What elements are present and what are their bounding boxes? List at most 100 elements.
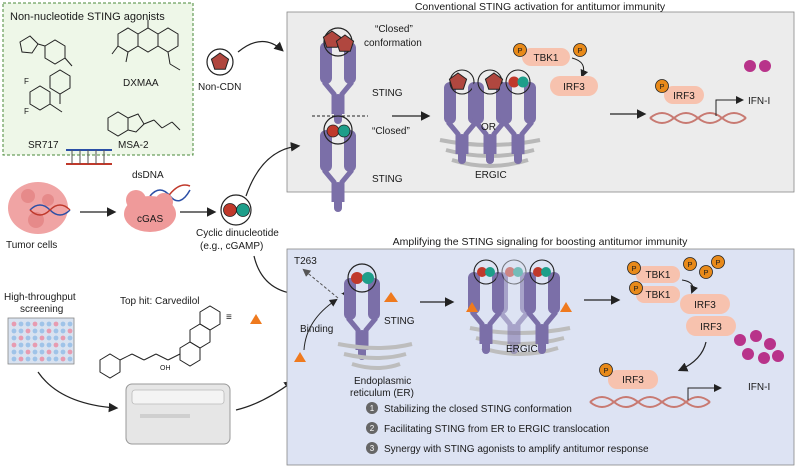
irf3-bottom-1 xyxy=(680,294,730,314)
transcription-arrow-bottom xyxy=(687,384,722,400)
well xyxy=(67,356,73,362)
well xyxy=(11,335,17,341)
dsdna-tumor xyxy=(29,204,71,216)
well xyxy=(60,342,66,348)
p-label: P xyxy=(517,46,522,55)
er-label-line1: Endoplasmic xyxy=(354,376,411,387)
well xyxy=(46,342,52,348)
well xyxy=(18,349,24,355)
well xyxy=(46,335,52,341)
p-label: P xyxy=(577,46,582,55)
step-2-text: Facilitating STING from ER to ERGIC tran… xyxy=(384,424,610,435)
well xyxy=(32,328,38,334)
well xyxy=(25,335,31,341)
t263-label: T263 xyxy=(294,256,317,267)
top-panel-title: Conventional STING activation for antitu… xyxy=(415,1,666,13)
well xyxy=(67,349,73,355)
agonist-box xyxy=(2,2,194,156)
well xyxy=(25,349,31,355)
step-2: 2 Facilitating STING from ER to ERGIC tr… xyxy=(366,422,610,435)
irf3-on-dna-bottom xyxy=(608,370,658,389)
ifn-dot xyxy=(744,60,756,72)
well xyxy=(60,356,66,362)
well xyxy=(53,342,59,348)
hts-label-line2: screening xyxy=(20,304,63,315)
sting-closed-pentagon xyxy=(320,27,356,124)
tumor-cells xyxy=(8,182,68,234)
dna-helix-bottom xyxy=(589,396,711,408)
irf3-on-dna-bottom-label: IRF3 xyxy=(622,375,644,386)
irf3-top-label: IRF3 xyxy=(563,82,585,93)
closed-conformation-label-1: “Closed” xyxy=(375,24,413,35)
bottom-panel-title: Amplifying the STING signaling for boost… xyxy=(393,236,688,248)
cgas-label: cGAS xyxy=(137,214,163,225)
irf3-on-dna-top xyxy=(664,86,704,104)
arrow-tbk1-irf3-bottom xyxy=(681,279,698,294)
p-label: P xyxy=(659,82,664,91)
step-1-number: 1 xyxy=(370,404,375,413)
step-1: 1 Stabilizing the closed STING conformat… xyxy=(366,402,572,415)
well xyxy=(39,328,45,334)
well xyxy=(60,328,66,334)
well xyxy=(18,342,24,348)
well xyxy=(46,321,52,327)
er-membrane xyxy=(337,342,413,370)
well xyxy=(18,321,24,327)
sting-label-bottom: STING xyxy=(384,316,415,327)
cdn-label-line1: Cyclic dinucleotide xyxy=(196,228,279,239)
well xyxy=(11,356,17,362)
arrow-hts-instrument xyxy=(37,371,119,413)
well xyxy=(60,321,66,327)
well xyxy=(32,356,38,362)
well xyxy=(67,342,73,348)
well xyxy=(32,349,38,355)
well xyxy=(60,349,66,355)
p-label: P xyxy=(633,284,638,293)
well xyxy=(18,328,24,334)
carvedilol-triangle xyxy=(560,302,572,312)
well xyxy=(25,321,31,327)
arrow-irf3-dna-bottom xyxy=(677,341,707,372)
well xyxy=(39,349,45,355)
top-hit-label: Top hit: Carvedilol xyxy=(120,296,199,307)
top-panel xyxy=(286,11,795,193)
well xyxy=(53,328,59,334)
chem-structure-sr717 xyxy=(19,35,73,113)
dna-ladder xyxy=(66,149,112,165)
screening-instrument xyxy=(125,383,231,445)
closed-conformation-label-2: conformation xyxy=(364,38,422,49)
ergic-label-bottom: ERGIC xyxy=(506,344,538,355)
binding-label: Binding xyxy=(300,324,333,335)
well xyxy=(46,349,52,355)
well xyxy=(25,356,31,362)
hts-label-line1: High-throughput xyxy=(4,292,76,303)
well xyxy=(11,349,17,355)
compound-label-sr717: SR717 xyxy=(28,140,59,151)
or-label: OR xyxy=(481,122,496,133)
well xyxy=(46,356,52,362)
chem-structure-carvedilol xyxy=(99,305,221,379)
irf3-bottom-2-label: IRF3 xyxy=(700,322,722,333)
sr717-atom-label: F xyxy=(24,77,29,86)
step-3-text: Synergy with STING agonists to amplify a… xyxy=(384,444,649,455)
arrow-t263 xyxy=(302,268,339,299)
well xyxy=(39,342,45,348)
carvedilol-triangle xyxy=(294,352,306,362)
arrow-cdn-top xyxy=(245,142,301,197)
chem-structure-msa2 xyxy=(107,111,181,137)
well xyxy=(11,342,17,348)
irf3-bottom-2 xyxy=(686,316,736,336)
tbk1-top-label: TBK1 xyxy=(533,53,558,64)
well xyxy=(67,321,73,327)
well xyxy=(11,328,17,334)
well xyxy=(32,342,38,348)
ifn-label-top: IFN-I xyxy=(748,96,770,107)
step-3-number: 3 xyxy=(370,444,375,453)
carvedilol-atom-label: OH xyxy=(160,365,171,372)
well xyxy=(32,335,38,341)
chem-structure-dxmaa xyxy=(111,20,181,71)
tbk1-bottom-2 xyxy=(636,286,680,303)
compound-label-msa2: MSA-2 xyxy=(118,140,149,151)
well xyxy=(53,321,59,327)
